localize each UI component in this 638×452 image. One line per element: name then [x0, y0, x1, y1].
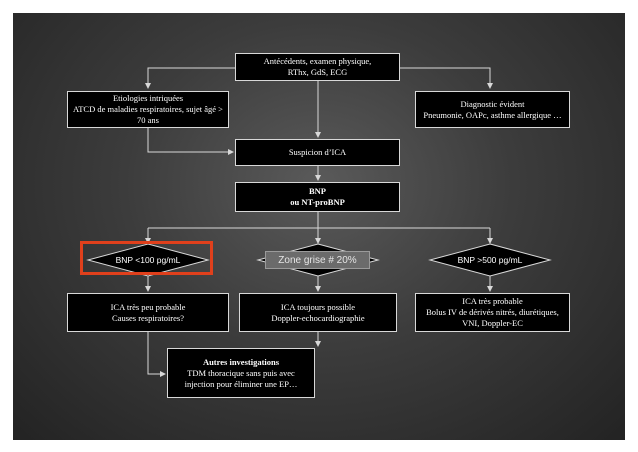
box-ica-possible: ICA toujours possible Doppler-echocardio…: [239, 293, 397, 332]
box-ica-probable: ICA très probable Bolus IV de dérivés ni…: [415, 293, 570, 332]
connector-low-autres: [147, 332, 166, 377]
ica-probable-line3: VNI, Doppler-EC: [462, 318, 523, 328]
ica-probable-line2: Bolus IV de dérivés nitrés, diurétiques,: [426, 307, 559, 317]
autres-line1: Autres investigations: [202, 356, 280, 367]
decision-low-label: BNP <100 pg/mL: [115, 255, 181, 265]
box-etiologies: Etiologies intriquées ATCD de maladies r…: [67, 91, 229, 128]
etiologies-line3: 70 ans: [137, 115, 159, 125]
diagnostic-line1: Diagnostic évident: [460, 98, 525, 109]
decision-high-label: BNP >500 pg/mL: [457, 255, 523, 265]
diagnostic-line2: Pneumonie, OAPc, asthme allergique …: [423, 109, 562, 120]
etiologies-line2: ATCD de maladies respiratoires, sujet âg…: [73, 104, 223, 114]
connector-bnp-branch: [148, 212, 490, 229]
ica-probable-line1: ICA très probable: [462, 296, 523, 306]
bnp-line1: BNP: [309, 186, 326, 196]
box-diagnostic: Diagnostic évident Pneumonie, OAPc, asth…: [415, 91, 570, 128]
antecedents-line1: Antécédents, examen physique,: [263, 56, 372, 66]
ica-possible-line2: Doppler-echocardiographie: [271, 312, 365, 323]
etiologies-line1: Etiologies intriquées: [112, 93, 184, 103]
connector-top-right: [400, 67, 493, 89]
decision-low-diamond: [86, 243, 210, 277]
decision-zone-label: Zone grise # 20%: [265, 251, 370, 269]
box-antecedents: Antécédents, examen physique, RThx, GdS,…: [235, 53, 400, 81]
ica-peu-line2: Causes respiratoires?: [112, 312, 184, 323]
box-autres-investigations: Autres investigations TDM thoracique san…: [167, 348, 315, 398]
connector-etiologies-suspicion: [147, 128, 234, 155]
box-bnp: BNP ou NT-proBNP: [235, 182, 400, 212]
autres-line2: TDM thoracique sans puis avec: [187, 367, 295, 378]
box-ica-peu-probable: ICA très peu probable Causes respiratoir…: [67, 293, 229, 332]
decision-high-diamond: [428, 243, 552, 277]
antecedents-line2: RThx, GdS, ECG: [287, 67, 348, 77]
suspicion-line1: Suspicion d’ICA: [288, 147, 347, 157]
bnp-line2: ou NT-proBNP: [290, 197, 345, 207]
connector-top-left: [145, 67, 235, 89]
slide-background: [13, 13, 625, 440]
autres-line3: injection pour éliminer une EP…: [184, 378, 298, 389]
box-suspicion: Suspicion d’ICA: [235, 139, 400, 166]
highlight-frame: [80, 241, 213, 275]
ica-peu-line1: ICA très peu probable: [110, 301, 186, 312]
ica-possible-line1: ICA toujours possible: [280, 301, 356, 312]
